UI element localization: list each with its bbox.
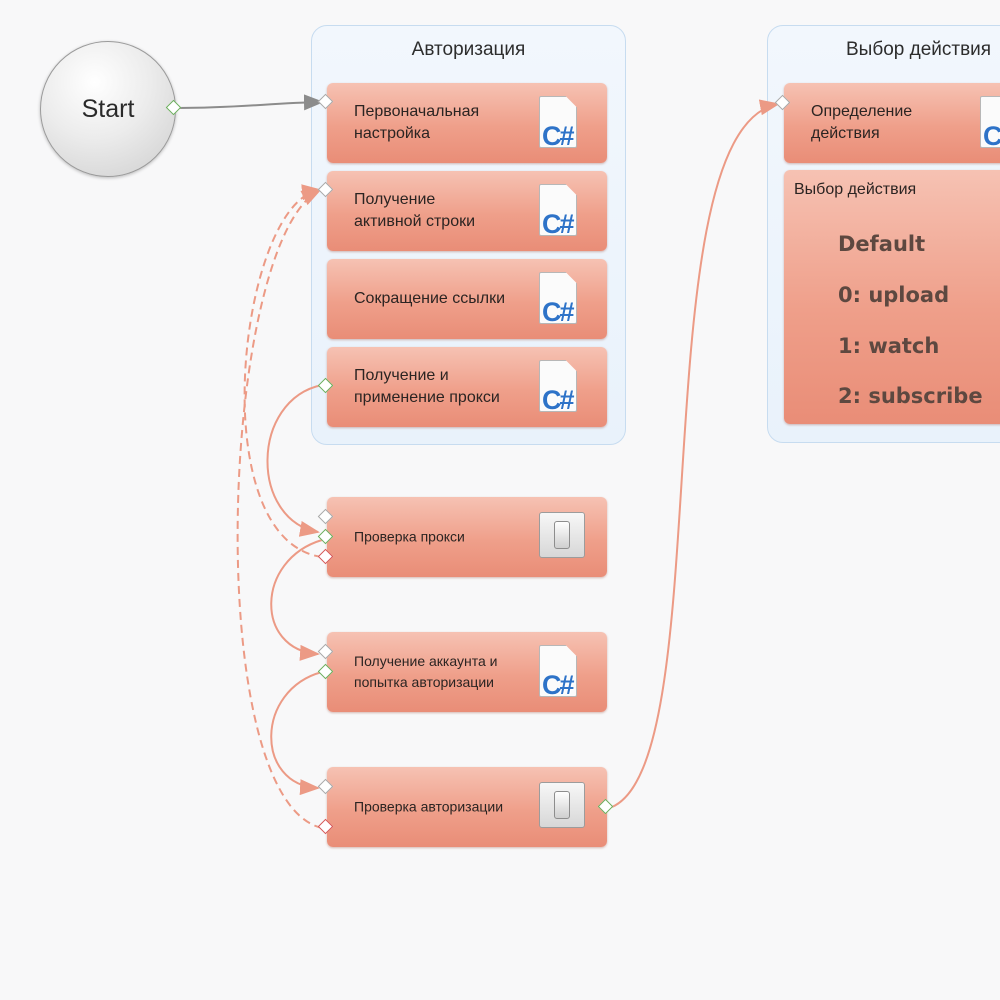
- csharp-script-icon: C#: [539, 360, 587, 416]
- csharp-script-icon: C#: [539, 184, 587, 240]
- switch-title: Выбор действия: [794, 181, 917, 198]
- csharp-script-icon: C#: [539, 272, 587, 328]
- link-check-proxy-to-get-account[interactable]: [270, 539, 323, 661]
- link-check-auth-to-determine-action[interactable]: [611, 99, 780, 808]
- link-get-account-to-check-auth[interactable]: [270, 671, 323, 796]
- switch-case-default[interactable]: Default: [838, 232, 926, 256]
- csharp-script-icon: C#: [539, 96, 587, 152]
- action-get-account-login[interactable]: Получение аккаунта и попытка авторизации…: [327, 632, 607, 712]
- group-title-authorization: Авторизация: [411, 39, 526, 60]
- action-label: Сокращение ссылки: [354, 290, 506, 307]
- switch-choose-action[interactable]: Выбор действия Default 0: upload 1: watc…: [784, 170, 1000, 424]
- action-determine-action[interactable]: Определение действия C#: [784, 83, 1000, 163]
- action-label: Получение аккаунта и попытка авторизации: [354, 653, 498, 690]
- start-node[interactable]: Start: [40, 41, 176, 177]
- csharp-script-icon: C#: [539, 645, 587, 701]
- switch-toggle-icon: [539, 512, 585, 558]
- action-label: Проверка прокси: [354, 528, 465, 545]
- action-shorten-link[interactable]: Сокращение ссылки C#: [327, 259, 607, 339]
- action-get-apply-proxy[interactable]: Получение и применение прокси C#: [327, 347, 607, 427]
- action-check-proxy[interactable]: Проверка прокси: [327, 497, 607, 577]
- csharp-script-icon: C#: [980, 96, 1000, 152]
- link-check-auth-error[interactable]: [236, 189, 323, 829]
- switch-case-watch[interactable]: 1: watch: [838, 334, 940, 358]
- action-label: Получение и применение прокси: [354, 367, 500, 406]
- action-label: Определение действия: [811, 103, 913, 142]
- action-label: Получение активной строки: [354, 191, 476, 230]
- link-start-to-initial-setup[interactable]: [177, 94, 324, 111]
- action-check-authorization[interactable]: Проверка авторизации: [327, 767, 607, 847]
- action-get-active-line[interactable]: Получение активной строки C#: [327, 171, 607, 251]
- action-label: Проверка авторизации: [354, 798, 504, 815]
- start-label: Start: [81, 94, 135, 123]
- action-initial-setup[interactable]: Первоначальная настройка C#: [327, 83, 607, 163]
- switch-toggle-icon: [539, 782, 585, 828]
- group-title-choose-action: Выбор действия: [846, 39, 992, 60]
- switch-case-subscribe[interactable]: 2: subscribe: [838, 384, 983, 408]
- switch-case-upload[interactable]: 0: upload: [838, 283, 950, 307]
- action-label: Первоначальная настройка: [354, 103, 480, 142]
